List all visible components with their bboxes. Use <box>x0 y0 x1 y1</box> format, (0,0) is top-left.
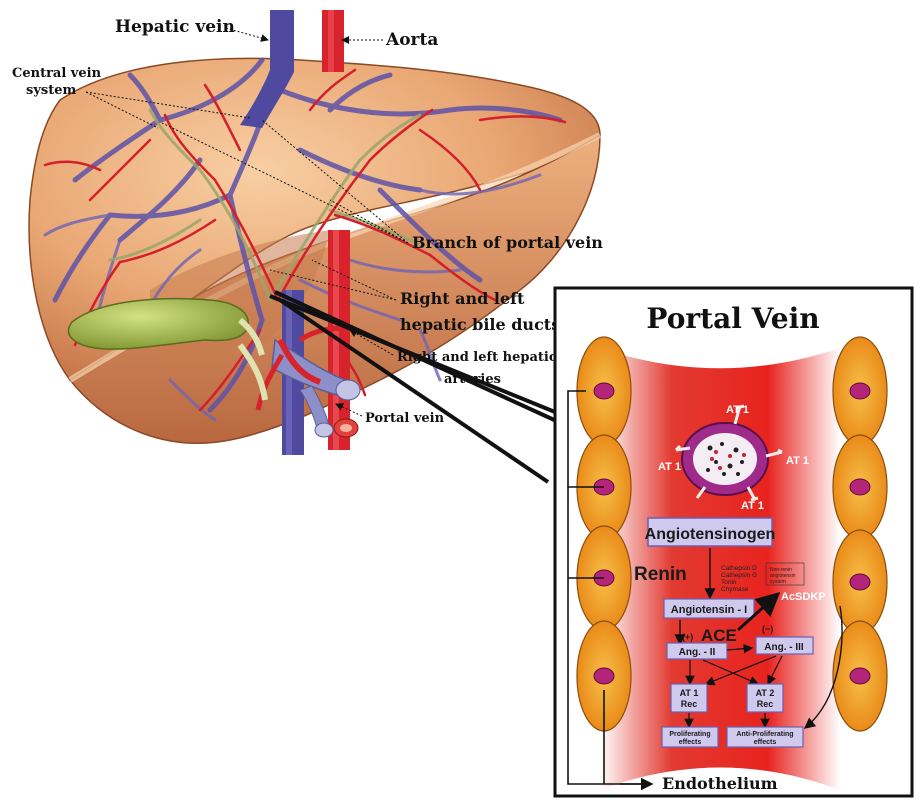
ang-ii-box: Ang. - II <box>679 647 716 658</box>
proliferating-line2: effects <box>679 739 702 746</box>
anti-proliferating-line1: Anti-Proliferating <box>736 731 793 738</box>
label-hepatic-vein: Hepatic vein <box>115 17 235 37</box>
svg-text:system: system <box>770 579 786 585</box>
at1-rec-line2: Rec <box>681 699 698 709</box>
label-central-vein-2: system <box>26 83 76 98</box>
ace-plus: (+) <box>682 632 693 642</box>
label-branch-portal: Branch of portal vein <box>412 233 603 252</box>
label-portal-vein: Portal vein <box>365 411 445 426</box>
proliferating-line1: Proliferating <box>669 731 710 738</box>
at2-rec-line1: AT 2 <box>756 688 775 698</box>
angiotensin-i-box: Angiotensin - I <box>671 604 747 616</box>
at2-rec-line2: Rec <box>757 699 774 709</box>
anti-proliferating-line2: effects <box>754 739 777 746</box>
label-aorta: Aorta <box>385 30 438 50</box>
angiotensinogen-box: Angiotensinogen <box>645 526 776 543</box>
ace-minus: (−) <box>762 624 773 634</box>
acsdkp-label: AcSDKP <box>781 591 826 603</box>
at1-rec-line1: AT 1 <box>680 688 699 698</box>
svg-text:Chymase: Chymase <box>721 586 749 593</box>
at1-label-left: AT 1 <box>658 461 681 473</box>
inset-title: Portal Vein <box>646 302 819 335</box>
renin-label: Renin <box>634 564 687 585</box>
ace-label: ACE <box>701 626 737 645</box>
label-bile-ducts-1: Right and left <box>400 289 525 308</box>
endothelium-label: Endothelium <box>662 774 778 793</box>
at1-label-right: AT 1 <box>786 455 809 467</box>
svg-text:Tonin: Tonin <box>721 579 737 586</box>
ang-iii-box: Ang. - III <box>764 642 804 653</box>
label-bile-ducts-2: hepatic bile ducts <box>400 315 560 334</box>
at1-label-bottom: AT 1 <box>741 500 764 512</box>
hepatic-vein <box>270 10 294 72</box>
label-central-vein-1: Central vein <box>12 66 102 81</box>
svg-text:Cathepsin D: Cathepsin D <box>721 565 757 572</box>
inset-panel: Portal Vein <box>555 288 912 796</box>
at1-label-top: AT 1 <box>726 404 749 416</box>
svg-text:Cathepsin G: Cathepsin G <box>721 572 757 579</box>
